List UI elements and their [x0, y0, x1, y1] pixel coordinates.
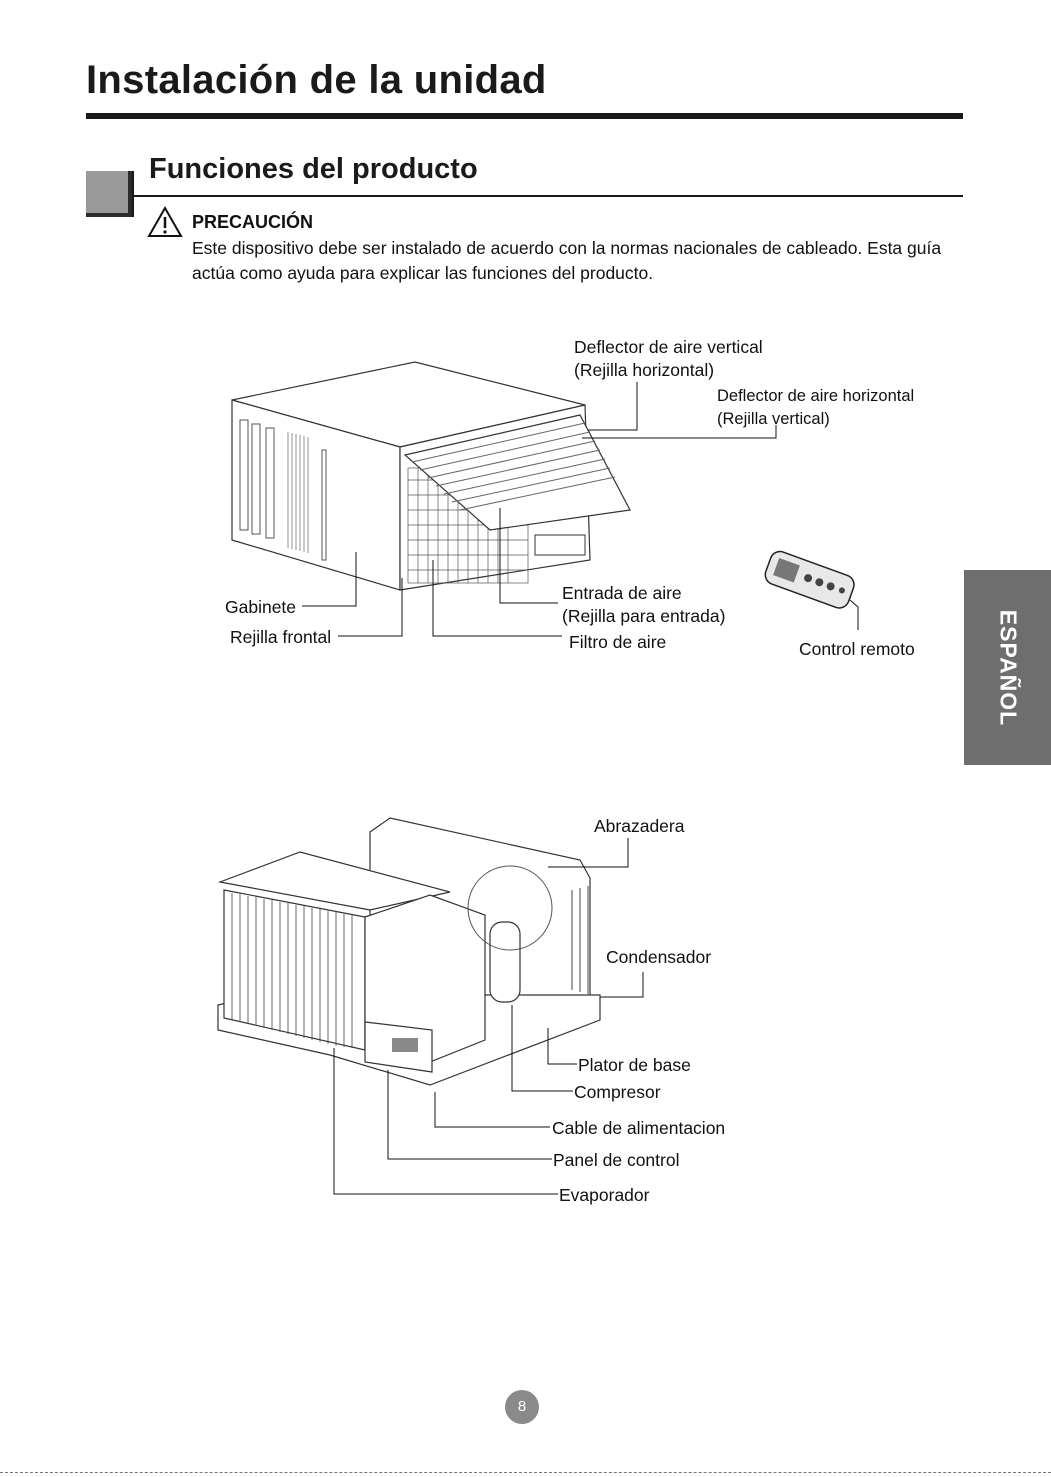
title-divider: [86, 113, 963, 119]
label-remote-control: Control remoto: [799, 639, 915, 659]
warning-icon: [147, 206, 183, 237]
page-title: Instalación de la unidad: [86, 58, 547, 102]
bottom-divider: [0, 1472, 1051, 1473]
front-unit-diagram: [231, 361, 859, 637]
label-vertical-deflector: Deflector de aire vertical: [574, 337, 763, 357]
page-number: 8: [505, 1390, 539, 1424]
label-evaporator: Evaporador: [559, 1185, 650, 1205]
label-cabinet: Gabinete: [225, 597, 297, 617]
internal-unit-diagram: [217, 817, 644, 1195]
label-control-panel: Panel de control: [553, 1150, 680, 1170]
label-front-grille: Rejilla frontal: [230, 627, 332, 647]
label-vertical-deflector-sub: (Rejilla horizontal): [574, 360, 715, 380]
language-tab-label: ESPAÑOL: [995, 609, 1021, 726]
caution-text: Este dispositivo debe ser instalado de a…: [192, 238, 942, 283]
section-vertical-rule: [132, 171, 134, 217]
label-horizontal-deflector: Deflector de aire horizontal: [717, 387, 915, 405]
label-air-inlet-sub: (Rejilla para entrada): [562, 606, 726, 626]
label-base-plate: Plator de base: [578, 1055, 691, 1075]
label-condenser: Condensador: [606, 947, 712, 967]
section-divider: [132, 195, 963, 197]
section-title: Funciones del producto: [149, 153, 478, 185]
section-marker: [86, 171, 132, 217]
label-air-filter: Filtro de aire: [569, 632, 667, 652]
language-tab: ESPAÑOL: [964, 570, 1051, 765]
caution-title: PRECAUCIÓN: [192, 212, 314, 232]
label-power-cable: Cable de alimentacion: [552, 1118, 726, 1138]
label-compressor: Compresor: [574, 1082, 661, 1102]
label-air-inlet: Entrada de aire: [562, 583, 682, 603]
label-clamp: Abrazadera: [594, 816, 685, 836]
label-horizontal-deflector-sub: (Rejilla vertical): [717, 410, 830, 428]
